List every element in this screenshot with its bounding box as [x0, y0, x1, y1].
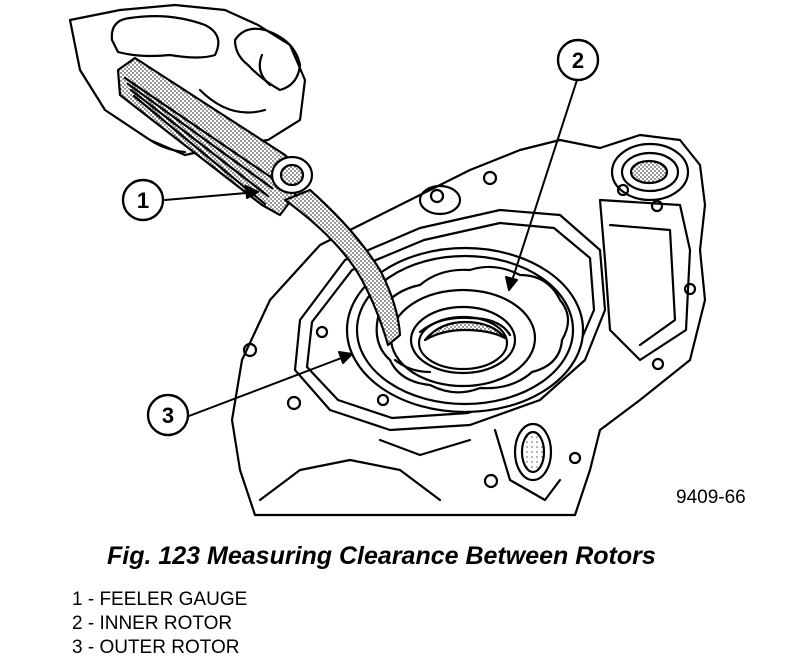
rotor-assembly [345, 246, 585, 414]
figure-caption: Fig. 123 Measuring Clearance Between Rot… [107, 542, 656, 570]
callout-3: 3 [146, 393, 190, 437]
hand [68, 3, 307, 157]
callout-2: 2 [556, 38, 600, 82]
legend-item-feeler-gauge: 1 - FEELER GAUGE [72, 589, 248, 610]
oil-pump-illustration: 1 2 3 9409-66 [68, 3, 746, 517]
legend-item-outer-rotor: 3 - OUTER ROTOR [72, 637, 240, 658]
figure-code: 9409-66 [676, 487, 746, 508]
callout-1-label: 1 [137, 188, 149, 213]
callout-1: 1 [121, 178, 165, 222]
callout-leaders [164, 79, 578, 417]
feeler-gauge [116, 56, 402, 347]
callout-3-label: 3 [162, 403, 174, 428]
callout-2-label: 2 [572, 48, 584, 73]
legend-list: 1 - FEELER GAUGE 2 - INNER ROTOR 3 - OUT… [72, 588, 247, 660]
legend-item-inner-rotor: 2 - INNER ROTOR [72, 613, 233, 634]
